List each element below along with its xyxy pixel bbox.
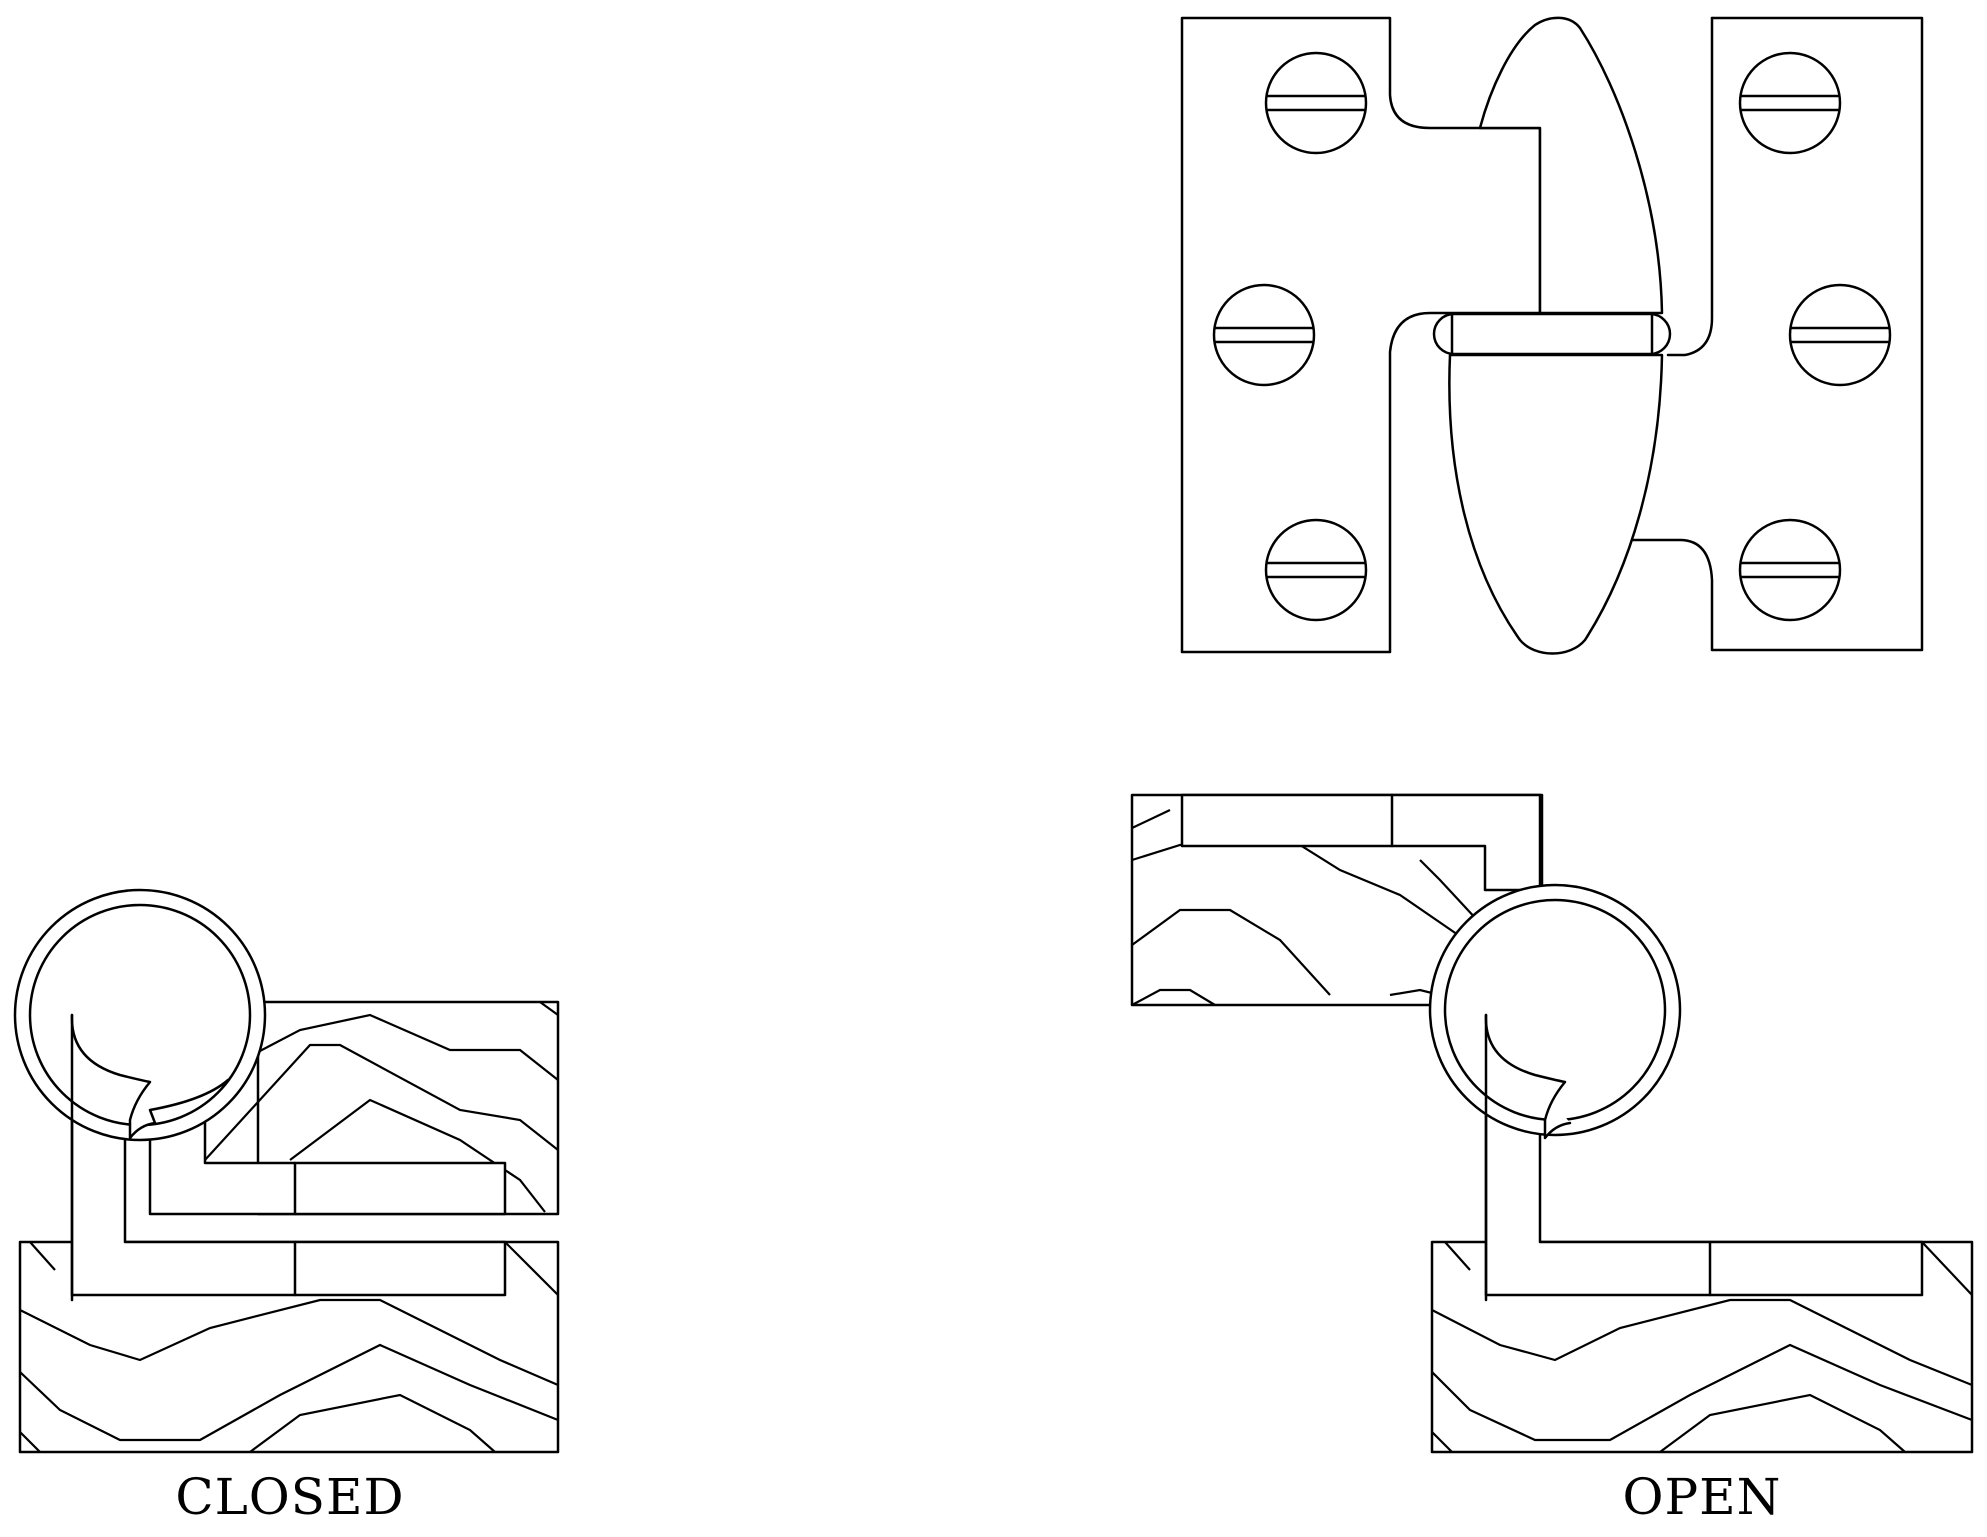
closed-section-view — [13, 888, 560, 1454]
right-leaf — [1628, 16, 1924, 652]
closed-caption: CLOSED — [175, 1468, 405, 1526]
open-caption: OPEN — [1622, 1468, 1782, 1526]
upper-knuckle — [1478, 16, 1664, 315]
hinge-front-view — [1180, 16, 1924, 655]
screw-right-bottom — [1738, 518, 1842, 622]
pin-band — [1432, 312, 1672, 356]
screw-right-top — [1738, 51, 1842, 155]
screw-left-bottom — [1264, 518, 1368, 622]
screw-left-middle — [1212, 283, 1316, 387]
screw-left-top — [1264, 51, 1368, 155]
screw-right-middle — [1788, 283, 1892, 387]
open-section-view — [1130, 793, 1974, 1454]
closed-pin-hook — [70, 1013, 230, 1140]
open-pin-hook — [1484, 1013, 1572, 1140]
open-upper-leaf — [1180, 793, 1542, 892]
lower-knuckle — [1448, 353, 1664, 655]
open-knuckle-outer — [1428, 883, 1682, 1137]
